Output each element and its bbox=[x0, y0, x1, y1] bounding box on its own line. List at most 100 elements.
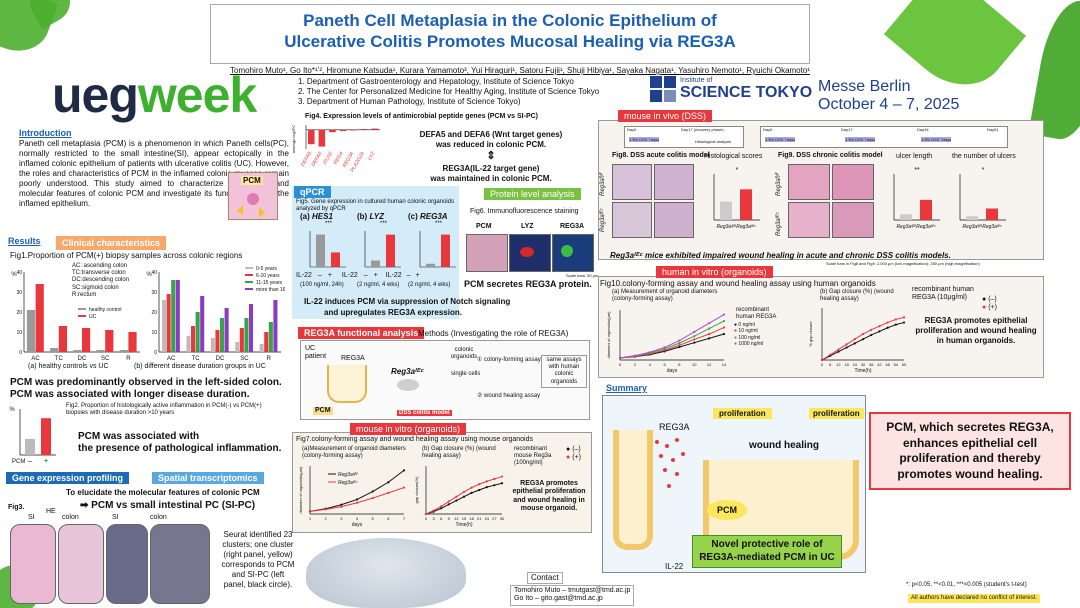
fig2-conclusion-2: the presence of pathological inflammatio… bbox=[78, 443, 282, 454]
fig9-row-iec: Reg3aᴵᴱᶜ bbox=[776, 212, 782, 237]
fig10b-point-0-6 bbox=[870, 333, 873, 337]
fig10a-recomb: recombinant human REG3A bbox=[736, 307, 777, 321]
fig8-row-fl: Reg3aᶠˡ/ᶠˡ bbox=[600, 173, 606, 196]
fig7b-xtick-6: 6 bbox=[440, 516, 443, 521]
ulcer-length-title: ulcer length bbox=[896, 153, 933, 160]
fig10b-point-0-4 bbox=[853, 342, 856, 345]
fig10b-xtick-6: 6 bbox=[829, 362, 832, 367]
fig7b-point-0-9 bbox=[493, 484, 496, 487]
fig10a-ylabel: diameter of organoids(μm) bbox=[606, 311, 611, 359]
fig10a-series-3 bbox=[619, 314, 725, 359]
fig1a-ytick-10: 10 bbox=[16, 330, 22, 336]
ulcernum-xtick-1: Reg3aᴵᴱᶜ bbox=[982, 224, 1002, 230]
fig8-micrograph-1 bbox=[612, 164, 652, 200]
fig10b-point-0-10 bbox=[902, 321, 906, 324]
fig10a-point-3-6 bbox=[708, 322, 711, 325]
fig10a-xtick-2: 2 bbox=[634, 362, 637, 367]
fig7b-point-1-7 bbox=[478, 483, 481, 486]
fig5a-condition: (100 ng/ml, 24h) bbox=[300, 282, 344, 288]
summary-proliferation-2: proliferation bbox=[809, 408, 864, 419]
fig6-label-pcm: PCM bbox=[476, 223, 492, 230]
summary-wound-healing: wound healing bbox=[749, 440, 819, 451]
final-conclusion-box: PCM, which secretes REG3A, enhances epit… bbox=[869, 412, 1071, 490]
fig1b-bar-SC-1 bbox=[239, 328, 244, 352]
fig5c-label: (c) REG3A bbox=[408, 212, 448, 221]
fig1a-bar-AC-1 bbox=[35, 284, 44, 352]
affiliation-3: 3. Department of Human Pathology, Instit… bbox=[298, 97, 521, 106]
hist-scores-title: Histological scores bbox=[704, 153, 763, 160]
fig9-row-fl: Reg3aᶠˡ/ᶠˡ bbox=[776, 173, 782, 196]
fig10a-series-1 bbox=[619, 327, 725, 359]
fig2-xtick-0: – bbox=[28, 458, 32, 465]
fig5a-label: (a) HES1 bbox=[300, 212, 333, 221]
fig7b-point-1-0 bbox=[424, 512, 428, 516]
contact-info: Tomohiro Muto – tmutgast@tmd.ac.jp Go It… bbox=[510, 585, 635, 606]
fig1b-legend-1: 6-10 years bbox=[256, 273, 280, 279]
fig1-title: Fig1.Proportion of PCM(+) biopsy samples… bbox=[10, 251, 243, 260]
fig3-spatial-colon-image bbox=[150, 524, 210, 604]
fig4-concl-4: was maintained in colonic PCM. bbox=[430, 173, 552, 183]
fig5b-label: (b) LYZ bbox=[357, 212, 384, 221]
acute-day0: Day0 bbox=[627, 127, 637, 132]
abbrev-dc: DC:descending colon bbox=[72, 277, 130, 284]
stats-note: *: p<0.05, **<0.01, ***<0.005 (student's… bbox=[906, 582, 1027, 588]
fig7-legend: ● (–) ● (+) bbox=[566, 446, 581, 463]
chronic-day51: Day51 bbox=[987, 127, 999, 132]
fig2-chart: %–+PCM bbox=[9, 407, 56, 465]
dss-conclusion: Reg3aᴵᴱᶜ mice exhibited impaired wound h… bbox=[610, 251, 951, 260]
legend-10ng: ● 10 ng/ml bbox=[734, 328, 758, 335]
fig6-label-lyz: LYZ bbox=[521, 223, 534, 230]
fig10a-point-3-1 bbox=[633, 354, 636, 357]
fig1b-bar-TC-1 bbox=[191, 326, 196, 352]
fig7b-xtick-9: 9 bbox=[448, 516, 451, 521]
fig7b-xtick-21: 21 bbox=[477, 516, 482, 521]
fig5a-sig: *** bbox=[325, 221, 333, 227]
fig10b-point-1-10 bbox=[902, 316, 906, 319]
histscore-xtick-1: Reg3aᴵᴱᶜ bbox=[736, 224, 756, 230]
fig10a-legend: ● 0 ng/ml ● 10 ng/ml ● 100 ng/ml ● 1000 … bbox=[734, 322, 763, 347]
fig10a-point-2-6 bbox=[708, 327, 711, 330]
fig8-row-iec: Reg3aᴵᴱᶜ bbox=[600, 208, 606, 233]
science-tokyo-emblem-icon bbox=[650, 76, 676, 102]
fig7b-point-0-7 bbox=[478, 488, 481, 492]
fig7a-xtick-4: 4 bbox=[356, 516, 359, 521]
fig10a-point-3-4 bbox=[678, 339, 681, 342]
fig10b-point-0-2 bbox=[837, 350, 840, 353]
fig1a-ytick-20: 20 bbox=[16, 310, 22, 316]
fig7a-point-1-0 bbox=[308, 510, 312, 513]
fig7b-point-0-3 bbox=[447, 503, 450, 506]
fig10b-point-1-2 bbox=[837, 348, 840, 351]
fig10a-point-0-7 bbox=[722, 332, 726, 336]
fig5-bar-1-0 bbox=[371, 260, 380, 267]
fig10b-point-0-3 bbox=[845, 346, 848, 349]
fig1b-xtick-TC: TC bbox=[192, 356, 201, 362]
intro-heading: Introduction bbox=[19, 128, 72, 138]
fig1b-bar-TC-0 bbox=[186, 336, 191, 352]
fig4-concl-2: was reduced in colonic PCM. bbox=[435, 140, 547, 149]
fig7a-point-1-3 bbox=[355, 501, 359, 504]
fig7b-xtick-3: 3 bbox=[432, 516, 435, 521]
venue-dates: October 4 – 7, 2025 bbox=[818, 95, 960, 113]
fig5-title: Fig5. Gene expression in cultured human … bbox=[296, 199, 455, 213]
fig6-pcm-image bbox=[466, 234, 508, 272]
assay-1-label: ① colony-forming assay bbox=[477, 357, 541, 363]
fig7a-point-1-1 bbox=[324, 508, 327, 511]
fig10b-legend: ● (–) ● (+) bbox=[982, 296, 997, 313]
summary-heading: Summary bbox=[606, 383, 648, 393]
summary-il22-label: IL-22 bbox=[665, 562, 684, 571]
fig10b-point-1-3 bbox=[845, 343, 848, 346]
fig10-panel bbox=[598, 276, 1044, 378]
novel-role-line-2: REG3A-mediated PCM in UC bbox=[699, 551, 835, 563]
fig9-micrograph-1 bbox=[788, 164, 830, 200]
poster-title: Paneth Cell Metaplasia in the Colonic Ep… bbox=[210, 4, 810, 64]
fig7a-xlabel: days bbox=[352, 522, 363, 528]
fig9-micrograph-4 bbox=[832, 202, 874, 238]
fig7a-xtick-5: 5 bbox=[372, 516, 375, 521]
fig1b-ytick-0: 0 bbox=[154, 350, 157, 356]
fig7-legend-plus: ● (+) bbox=[566, 454, 581, 462]
abbrev-r: R:rectum bbox=[72, 291, 97, 298]
fig4-bar-DEFA5 bbox=[308, 129, 315, 145]
